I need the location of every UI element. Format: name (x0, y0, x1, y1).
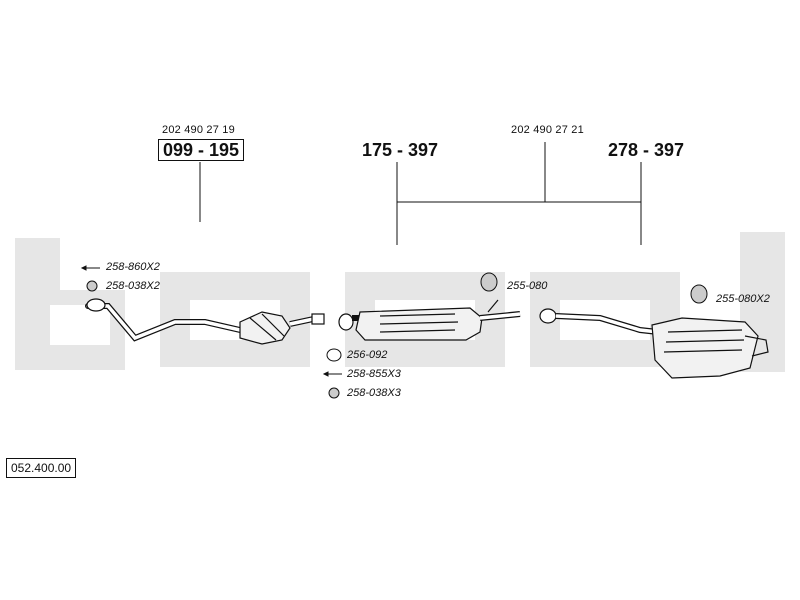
oem-number-rear-system: 202 490 27 21 (511, 124, 584, 136)
front-pipe-part (85, 298, 325, 345)
leader-lines (199, 142, 642, 245)
part-number-front-pipe[interactable]: 099 - 195 (158, 139, 245, 161)
oem-number-front-pipe: 202 490 27 19 (162, 124, 235, 136)
accessory-front-bolt[interactable]: 258-860X2 (106, 261, 160, 273)
accessory-clamp[interactable]: 256-092 (347, 349, 388, 361)
accessory-rear-hanger[interactable]: 255-080X2 (716, 293, 770, 305)
center-muffler-part (338, 299, 521, 341)
rear-muffler-part (539, 308, 769, 379)
accessory-center-hanger[interactable]: 255-080 (507, 280, 548, 292)
accessory-front-gasket[interactable]: 258-038X2 (106, 280, 160, 292)
part-number-rear-muffler[interactable]: 278 - 397 (608, 140, 685, 160)
catalog-number: 052.400.00 (6, 458, 77, 478)
accessory-icons (80, 265, 708, 399)
part-number-center-muffler[interactable]: 175 - 397 (362, 140, 439, 160)
accessory-mid-gasket[interactable]: 258-038X3 (347, 387, 401, 399)
accessory-mid-bolt[interactable]: 258-855X3 (347, 368, 401, 380)
